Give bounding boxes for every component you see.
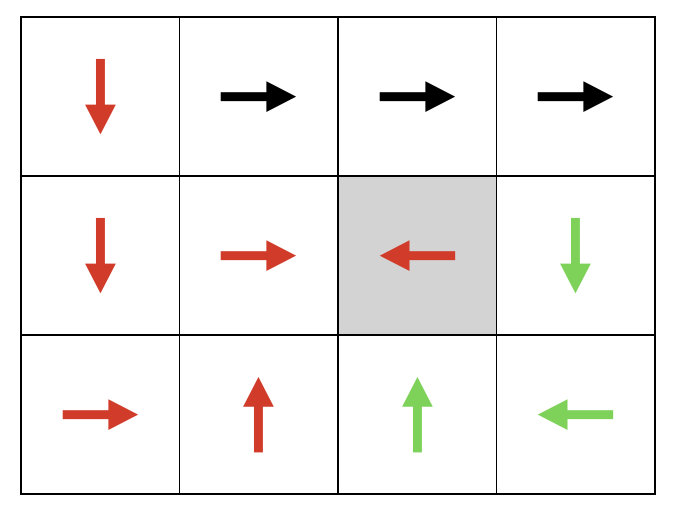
arrow-grid — [20, 16, 656, 495]
grid-cell-r1-c1 — [180, 176, 338, 335]
grid-cell-r0-c1 — [180, 18, 338, 176]
arrow-up-icon — [243, 376, 275, 453]
grid-cell-r2-c1 — [180, 335, 338, 493]
grid-cell-r2-c0 — [22, 335, 179, 493]
arrow-left-icon — [379, 240, 455, 271]
arrow-right-icon — [221, 81, 297, 113]
grid-cell-r2-c2 — [338, 335, 496, 493]
arrow-down-icon — [560, 217, 591, 294]
grid-cell-r0-c3 — [497, 18, 654, 176]
arrow-right-icon — [62, 398, 139, 430]
grid-cell-r1-c2-highlighted — [338, 176, 496, 335]
grid-cell-r1-c3 — [497, 176, 654, 335]
arrow-right-icon — [379, 81, 455, 113]
arrow-down-icon — [85, 217, 116, 294]
arrow-up-icon — [401, 376, 433, 453]
arrow-right-icon — [221, 240, 297, 271]
grid-cell-r1-c0 — [22, 176, 179, 335]
arrow-left-icon — [537, 398, 614, 430]
grid-cell-r0-c2 — [338, 18, 496, 176]
arrow-down-icon — [85, 58, 116, 135]
arrow-right-icon — [537, 81, 614, 113]
grid-cell-r0-c0 — [22, 18, 179, 176]
grid-cell-r2-c3 — [497, 335, 654, 493]
